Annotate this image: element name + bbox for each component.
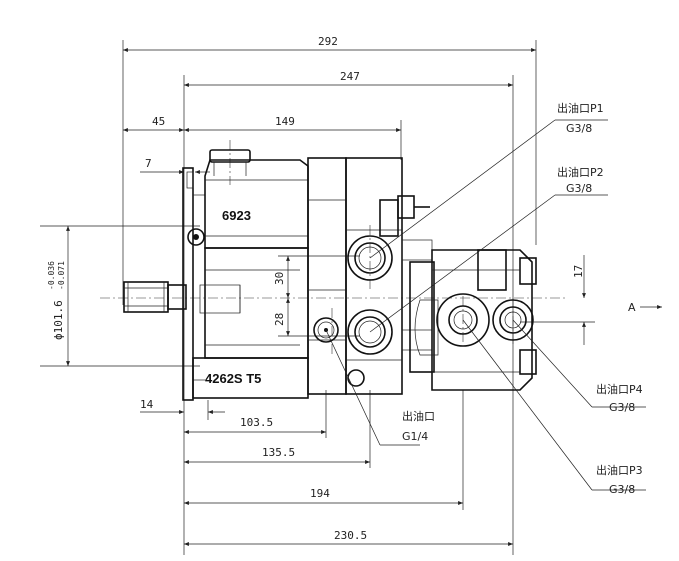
mounting-flange xyxy=(182,167,205,401)
dimension-lines xyxy=(66,48,586,546)
callout-p1-thread: G3/8 xyxy=(566,122,592,135)
dim-length-247: 247 xyxy=(340,70,360,83)
main-outlet-port xyxy=(313,317,339,343)
dim-tolerance-upper: -0.036 xyxy=(47,261,56,290)
part-number-bottom: 4262S T5 xyxy=(205,371,261,386)
callout-p4-name: 出油口P4 xyxy=(596,382,643,396)
dim-pilot-diameter: ϕ101.6 xyxy=(52,300,65,340)
callout-p4-thread: G3/8 xyxy=(609,401,635,414)
port-p2 xyxy=(347,309,393,355)
dim-height-28: 28 xyxy=(273,313,286,326)
dim-length-149: 149 xyxy=(275,115,295,128)
callout-p3-thread: G3/8 xyxy=(609,483,635,496)
valve-block xyxy=(307,157,433,395)
view-label: A xyxy=(628,301,636,314)
leader-lines xyxy=(325,119,646,491)
pilot-diameter-dimension: ϕ101.6 -0.036 -0.071 xyxy=(47,261,66,340)
dim-overall-length: 292 xyxy=(318,35,338,48)
dim-length-45: 45 xyxy=(152,115,165,128)
dim-height-17: 17 xyxy=(572,265,585,278)
port-p1 xyxy=(347,235,393,281)
callout-p3-name: 出油口P3 xyxy=(596,463,643,477)
part-number-top: 6923 xyxy=(222,208,251,223)
dim-length-194: 194 xyxy=(310,487,330,500)
dim-length-135-5: 135.5 xyxy=(262,446,295,459)
dim-length-14: 14 xyxy=(140,398,154,411)
pump-housing xyxy=(187,149,309,399)
dim-tolerance-lower: -0.071 xyxy=(57,261,66,290)
callout-p2-thread: G3/8 xyxy=(566,182,592,195)
port-p4 xyxy=(492,299,534,341)
dim-length-7: 7 xyxy=(145,157,152,170)
dim-length-103-5: 103.5 xyxy=(240,416,273,429)
rear-pump-section xyxy=(409,249,537,391)
dim-height-30: 30 xyxy=(273,272,286,285)
callout-p1-name: 出油口P1 xyxy=(557,101,604,115)
drive-shaft xyxy=(123,281,187,313)
callout-main-outlet-thread: G1/4 xyxy=(402,430,428,443)
port-p3 xyxy=(436,293,490,347)
dim-length-230-5: 230.5 xyxy=(334,529,367,542)
callout-p2-name: 出油口P2 xyxy=(557,165,604,179)
callout-main-outlet-name: 出油口 xyxy=(402,409,435,423)
